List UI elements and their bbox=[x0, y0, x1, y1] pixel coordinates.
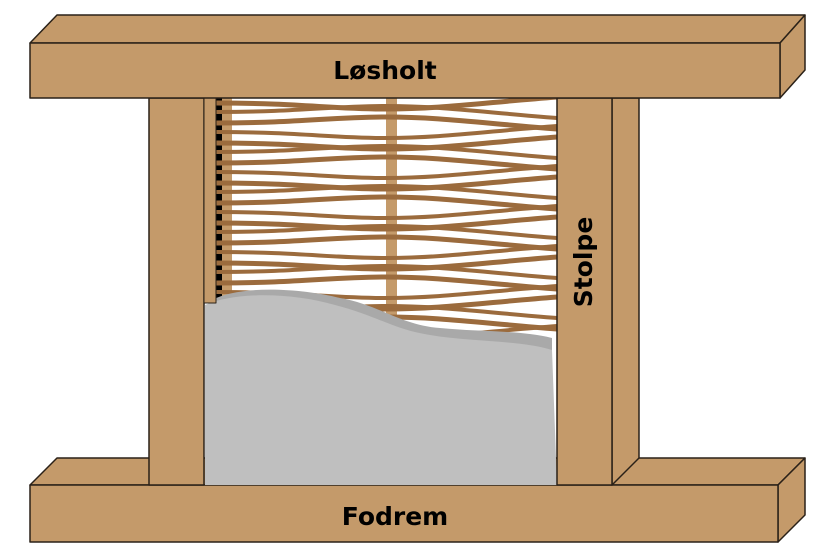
top-beam-losholt bbox=[29, 14, 806, 99]
wattle-rod bbox=[215, 154, 558, 172]
wattle-rod bbox=[215, 134, 558, 152]
wattle-rod bbox=[215, 94, 558, 112]
clay-daub bbox=[205, 295, 557, 485]
wattle-rod bbox=[215, 164, 558, 181]
wall-infill bbox=[205, 94, 558, 485]
wattle-rod bbox=[215, 204, 558, 221]
wattle-rod bbox=[215, 274, 558, 292]
label-fodrem: Fodrem bbox=[342, 502, 448, 531]
wattle-rod bbox=[215, 254, 558, 272]
wattle-rod bbox=[215, 114, 558, 132]
wattle-rod bbox=[215, 143, 558, 160]
wattle-rod bbox=[215, 124, 558, 141]
wattle-rod bbox=[215, 183, 558, 200]
wattle-rod bbox=[215, 174, 558, 192]
wattle-rod bbox=[215, 244, 558, 261]
label-stolpe: Stolpe bbox=[569, 217, 598, 308]
right-post-stolpe bbox=[556, 97, 640, 486]
wattle-rod bbox=[215, 234, 558, 252]
wattle-rod bbox=[215, 263, 558, 280]
wattle-rod bbox=[215, 194, 558, 212]
wattle-rod bbox=[215, 103, 558, 120]
label-losholt: Løsholt bbox=[333, 56, 437, 85]
wattle-rod bbox=[215, 223, 558, 240]
middle-stake bbox=[386, 98, 397, 328]
left-post bbox=[148, 97, 217, 486]
wattle-rod bbox=[215, 214, 558, 232]
